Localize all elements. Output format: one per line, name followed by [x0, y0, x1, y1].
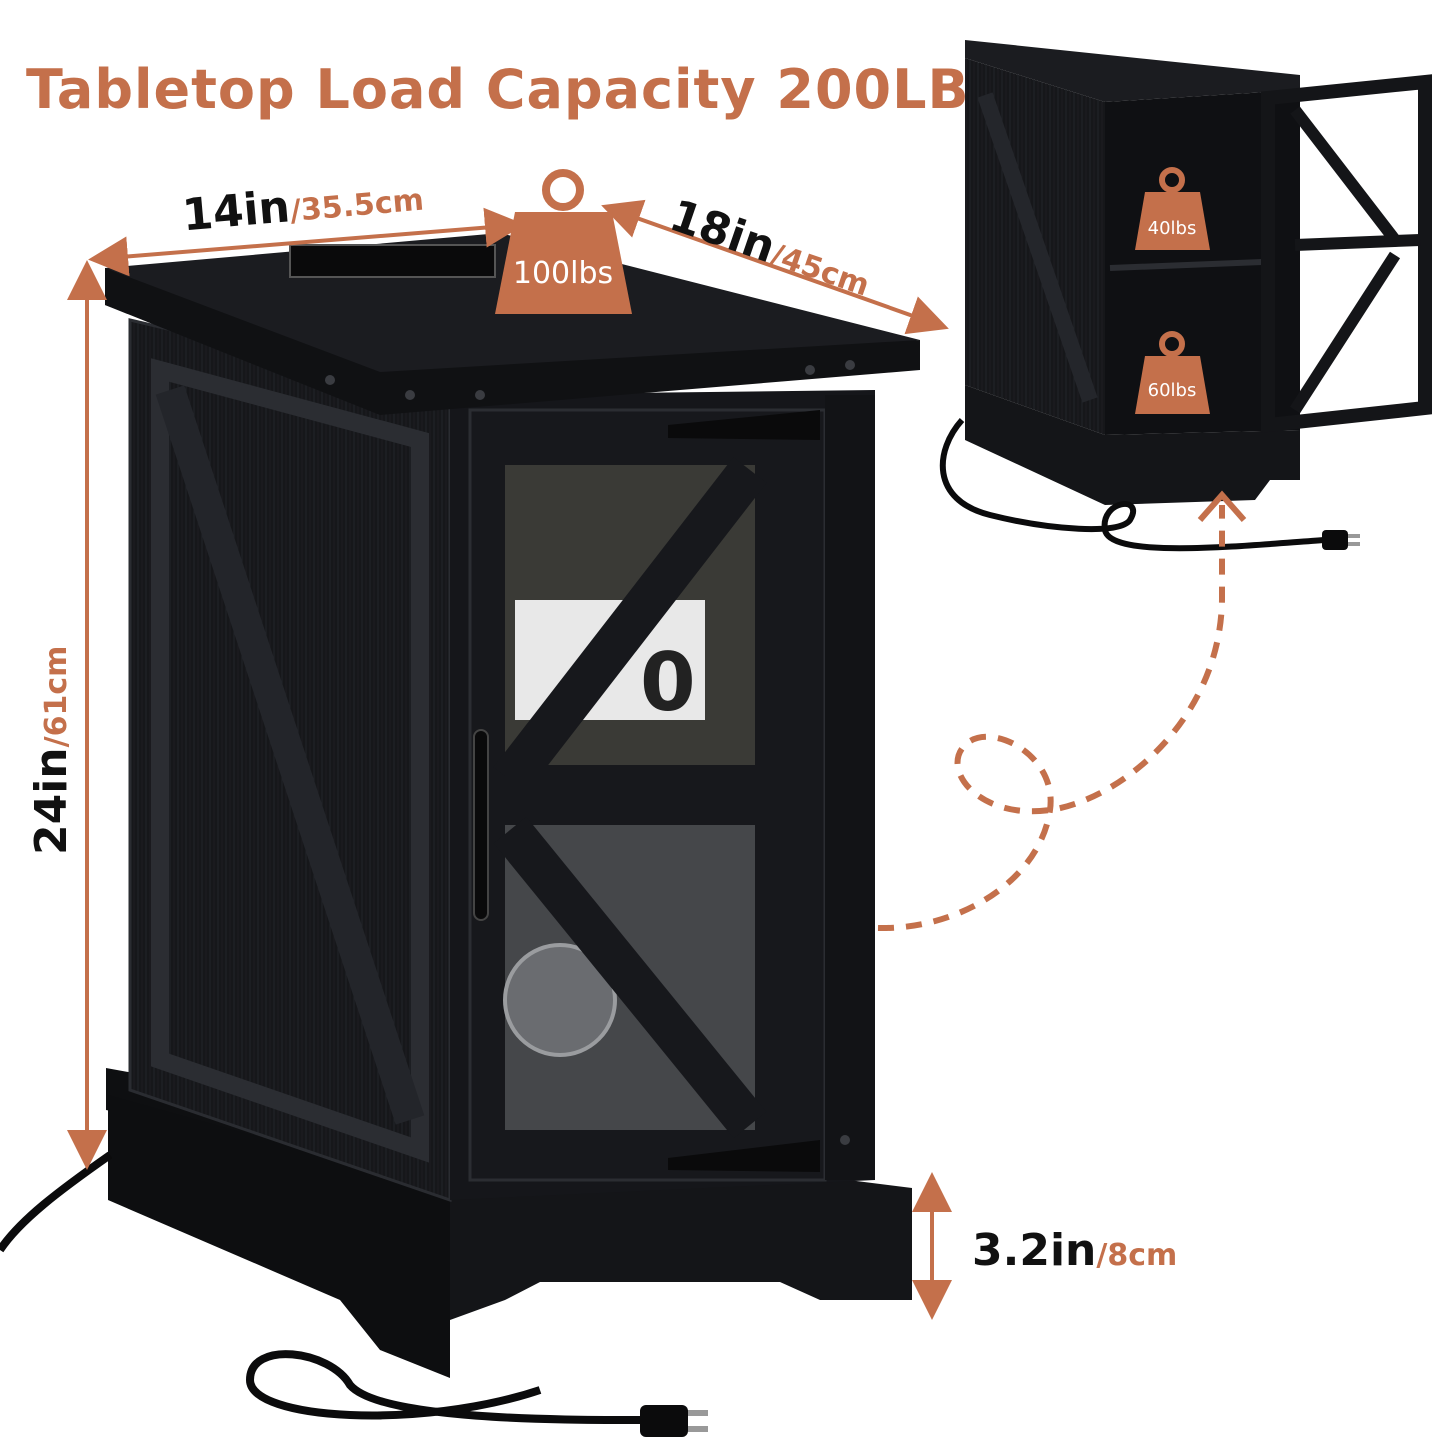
width-value: 14in: [180, 181, 292, 242]
power-plug-icon: [640, 1405, 708, 1437]
base-dimension: 3.2in/8cm: [972, 1225, 1177, 1276]
dimension-arrow-icon: [67, 199, 952, 1320]
lower-shelf-weight-label: 60lbs: [1148, 380, 1197, 401]
height-value: 24in: [26, 747, 77, 855]
svg-text:0: 0: [640, 636, 696, 729]
width-metric: /35.5cm: [288, 182, 426, 230]
weight-icon: [1135, 331, 1210, 414]
weight-icon: [1135, 167, 1210, 250]
top-weight-label: 100lbs: [513, 256, 613, 291]
upper-shelf-weight-label: 40lbs: [1148, 218, 1197, 239]
power-plug-icon: [1322, 530, 1360, 550]
height-metric: /61cm: [39, 645, 74, 748]
open-cabinet: [965, 40, 1432, 505]
weight-icon: [495, 169, 632, 314]
dashed-arrow-icon: [877, 490, 1247, 932]
base-value: 3.2in: [972, 1225, 1097, 1276]
base-metric: /8cm: [1096, 1238, 1178, 1273]
height-dimension: 24in/61cm: [26, 646, 77, 855]
main-cabinet: 0: [105, 233, 920, 1378]
headline: Tabletop Load Capacity 200LBS: [26, 58, 1010, 121]
power-cord: [0, 1151, 113, 1253]
